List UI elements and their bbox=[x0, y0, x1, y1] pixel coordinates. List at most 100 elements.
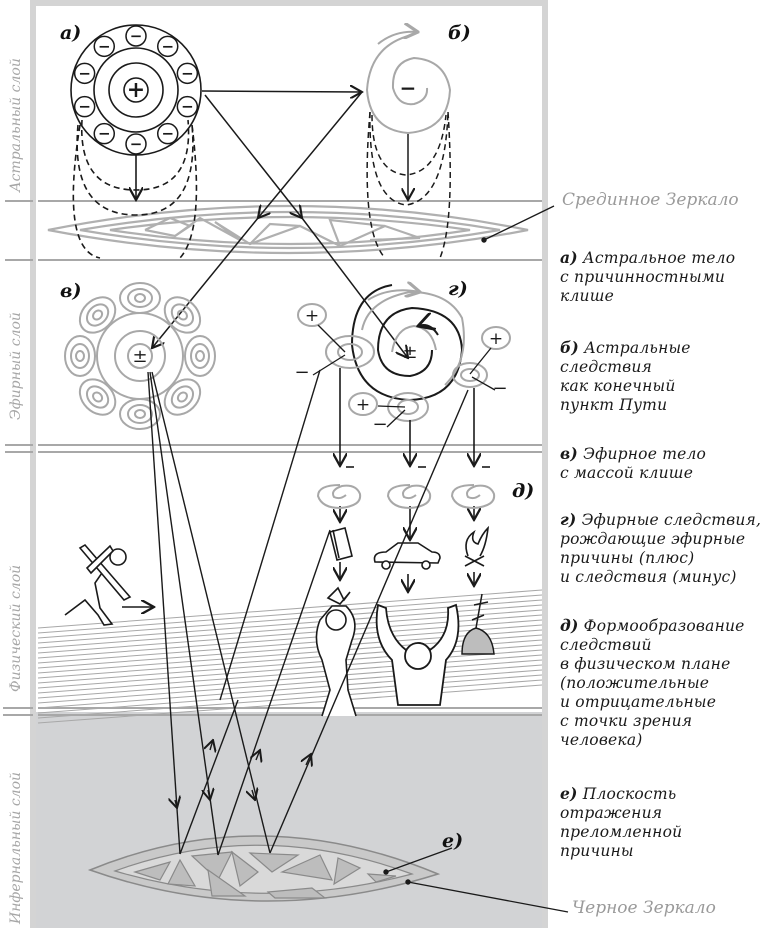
plus-symbol: + bbox=[356, 395, 370, 415]
etheric-consequence: + + + − − − ± bbox=[294, 285, 511, 435]
cliche-oval bbox=[163, 378, 202, 416]
legend-text: Эфирные следствия, рождающие эфирные при… bbox=[560, 511, 762, 586]
electron-circle bbox=[156, 122, 179, 145]
legend-item-d: д) Формообразование следствий в физическ… bbox=[560, 616, 745, 750]
layer-label-etheric: Эфирный слой bbox=[8, 312, 24, 420]
electron-circle bbox=[176, 95, 199, 118]
tag-v: в) bbox=[60, 280, 82, 302]
cliche-oval bbox=[85, 303, 110, 327]
hatch-line bbox=[37, 679, 543, 719]
electron-circle bbox=[93, 35, 116, 58]
legend-key: в) bbox=[560, 444, 578, 463]
minus-symbol: − bbox=[130, 27, 143, 45]
minus-symbol: − bbox=[78, 64, 91, 82]
minus-symbol: − bbox=[161, 37, 174, 55]
minus-symbol: − bbox=[294, 362, 309, 383]
hatch-line bbox=[37, 649, 543, 689]
electron-circle bbox=[125, 25, 147, 47]
hatch-line bbox=[37, 674, 543, 714]
electron-circle bbox=[125, 133, 147, 155]
cliche-oval bbox=[163, 296, 202, 334]
electron-circle bbox=[73, 95, 96, 118]
hatch-line bbox=[37, 589, 543, 629]
hatch-line bbox=[37, 684, 543, 724]
hatch-line bbox=[37, 599, 543, 639]
minus-symbol: − bbox=[161, 125, 174, 143]
etheric-body bbox=[64, 282, 216, 430]
black-mirror-label: Черное Зеркало bbox=[572, 898, 716, 918]
cliche-oval bbox=[127, 404, 153, 424]
cliche-oval bbox=[170, 303, 195, 327]
electron-circle bbox=[93, 122, 116, 145]
legend-text: Плоскость отражения преломленной причины bbox=[560, 785, 683, 860]
cliche-oval bbox=[92, 391, 104, 403]
plus-symbol: + bbox=[489, 329, 503, 349]
cliche-oval bbox=[64, 335, 96, 377]
minus-symbol: − bbox=[130, 135, 143, 153]
minus-symbol: − bbox=[98, 37, 111, 55]
cliche-oval bbox=[78, 296, 117, 334]
cliche-oval bbox=[85, 385, 110, 409]
hatch-line bbox=[37, 654, 543, 694]
layer-label-astral: Астральный слой bbox=[8, 58, 24, 192]
electron-circle bbox=[156, 35, 179, 58]
layer-label-infernal: Инфернальный слой bbox=[8, 771, 24, 924]
middle-mirror bbox=[47, 204, 529, 255]
hatch-line bbox=[37, 634, 543, 674]
astral-body: +−−−−−−−−−− bbox=[70, 24, 202, 259]
e-pointer bbox=[383, 847, 453, 875]
black-mirror bbox=[87, 835, 441, 902]
hatch-line bbox=[37, 644, 543, 684]
minus-symbol: − bbox=[372, 414, 387, 435]
legend-text: Астральные следствия как конечный пункт … bbox=[560, 339, 691, 414]
cliche-oval bbox=[92, 309, 104, 321]
minus-symbol: − bbox=[181, 98, 194, 116]
plus-symbol: + bbox=[305, 306, 319, 326]
legend-key: д) bbox=[560, 616, 579, 635]
cliche-oval bbox=[119, 398, 161, 430]
middle-mirror-pointer bbox=[481, 205, 555, 243]
tag-b: б) bbox=[448, 22, 471, 44]
minus-symbol: − bbox=[98, 125, 111, 143]
black-mirror-pointer bbox=[405, 879, 569, 913]
layer-label-physical: Физический слой bbox=[8, 564, 24, 692]
hatch-line bbox=[37, 639, 543, 679]
legend-item-v: в) Эфирное тело с массой клише bbox=[560, 444, 706, 483]
hatch-line bbox=[37, 594, 543, 634]
legend-item-a: а) Астральное тело с причинностными клиш… bbox=[560, 248, 735, 306]
ground-hatching bbox=[37, 589, 543, 724]
minus-symbol: − bbox=[78, 98, 91, 116]
legend-item-e: е) Плоскость отражения преломленной прич… bbox=[560, 784, 682, 861]
tag-e: е) bbox=[442, 830, 464, 852]
physical-chain bbox=[64, 368, 496, 717]
legend-item-g: г) Эфирные следствия, рождающие эфирные … bbox=[560, 510, 761, 587]
middle-mirror-label: Срединное Зеркало bbox=[562, 190, 739, 210]
legend-item-b: б) Астральные следствия как конечный пун… bbox=[560, 338, 691, 415]
legend-key: е) bbox=[560, 784, 578, 803]
hit-person-icon bbox=[315, 586, 357, 717]
cliche-oval bbox=[170, 385, 195, 409]
cliche-oval bbox=[119, 282, 161, 314]
minus-symbol: − bbox=[492, 378, 507, 399]
cliche-oval bbox=[184, 335, 216, 377]
grave-icon bbox=[461, 593, 495, 655]
plus-symbol: + bbox=[127, 77, 145, 103]
legend-key: г) bbox=[560, 510, 577, 529]
minus-symbol: − bbox=[400, 76, 417, 100]
legend-text: Астральное тело с причинностными клише bbox=[560, 249, 736, 305]
astral-arrows bbox=[152, 91, 408, 358]
electron-circle bbox=[176, 62, 199, 85]
cliche-oval bbox=[78, 378, 117, 416]
layer-boundaries bbox=[3, 200, 542, 716]
hatch-line bbox=[37, 659, 543, 699]
cliche-oval bbox=[75, 350, 85, 362]
hatch-line bbox=[37, 664, 543, 704]
astral-consequence: − bbox=[365, 32, 452, 259]
cross-bearer-icon bbox=[64, 543, 132, 626]
reflection-rays bbox=[147, 369, 469, 856]
tag-g: г) bbox=[448, 278, 468, 300]
cliche-oval bbox=[134, 293, 146, 303]
cliche-oval bbox=[70, 343, 90, 369]
plus-minus-symbol: ± bbox=[132, 346, 147, 367]
cliche-oval bbox=[134, 409, 146, 419]
